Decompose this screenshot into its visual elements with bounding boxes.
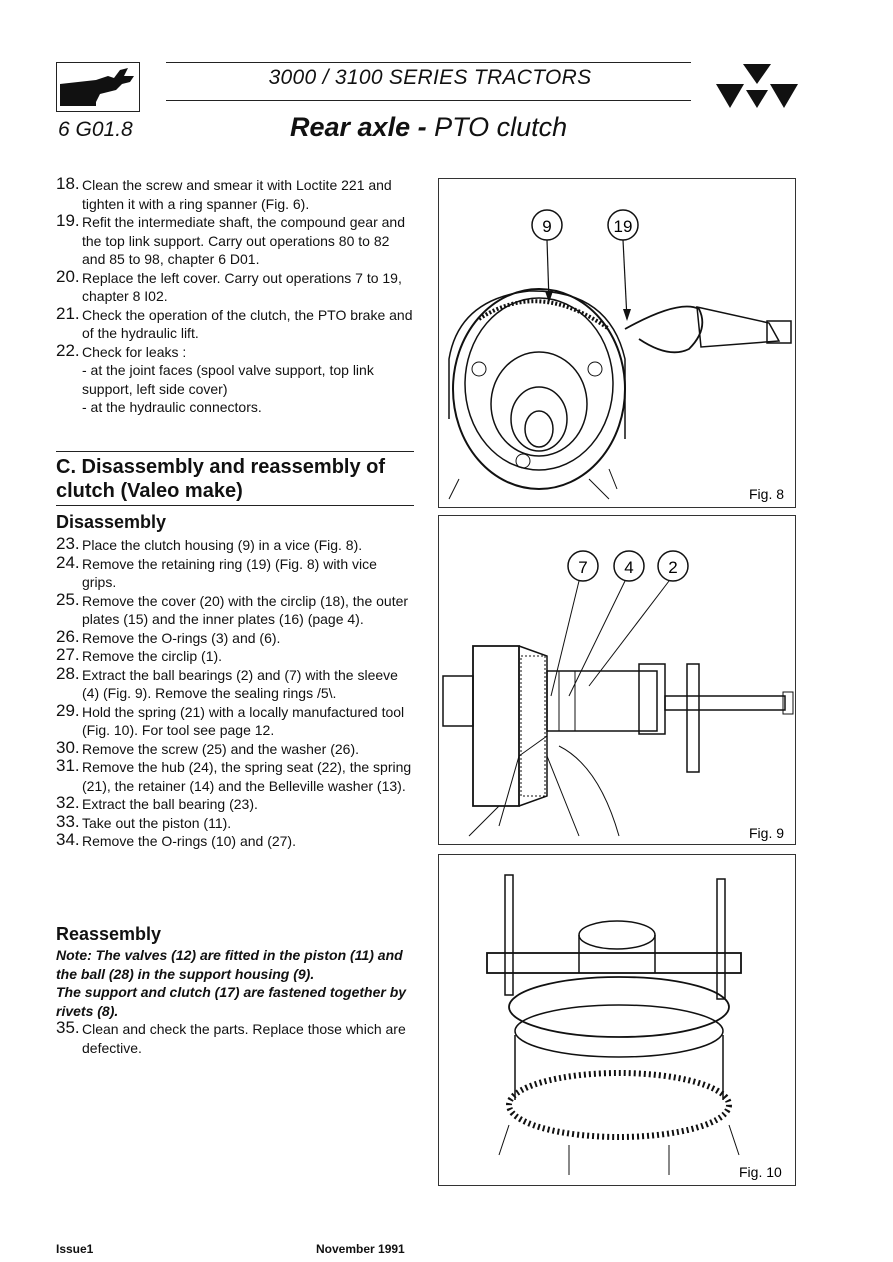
step-32: 32.Extract the ball bearing (23). (56, 793, 258, 812)
reassembly-note-2: The support and clutch (17) are fastened… (56, 984, 407, 1019)
step-26: 26.Remove the O-rings (3) and (6). (56, 626, 281, 646)
callout-7: 7 (578, 558, 587, 577)
step-21: 21.Check the operation of the clutch, th… (56, 303, 413, 341)
step-19: 19.Refit the intermediate shaft, the com… (56, 211, 405, 267)
step-29: 29.Hold the spring (21) with a locally m… (56, 700, 405, 738)
figure-8-drawing: 9 19 Fig. 8 (448, 209, 792, 502)
callout-4: 4 (624, 558, 633, 577)
steps-top-list: 18.Clean the screw and smear it with Loc… (56, 174, 414, 417)
step-28: 28.Extract the ball bearings (2) and (7)… (56, 663, 398, 701)
step-31: 31.Remove the hub (24), the spring seat … (56, 756, 412, 794)
callout-9: 9 (542, 217, 551, 236)
header-rule-bottom (166, 100, 691, 101)
step-22: 22.Check for leaks : - at the joint face… (56, 341, 414, 417)
header-rule-top (166, 62, 691, 63)
step-30: 30.Remove the screw (25) and the washer … (56, 737, 360, 757)
section-code: 6 G01.8 (58, 118, 133, 141)
step-22-sub-1: - at the joint faces (spool valve suppor… (82, 362, 374, 397)
step-35: 35.Clean and check the parts. Replace th… (56, 1018, 406, 1056)
step-20: 20.Replace the left cover. Carry out ope… (56, 266, 402, 304)
series-title: 3000 / 3100 SERIES TRACTORS (268, 66, 592, 89)
fig9-label: Fig. 9 (749, 825, 784, 841)
logo-wrench-icon (56, 62, 140, 112)
title-bold: Rear axle - (290, 112, 427, 142)
step-34: 34.Remove the O-rings (10) and (27). (56, 830, 296, 849)
footer-date: November 1991 (316, 1242, 405, 1256)
figure-9-drawing: 7 4 2 Fig. 9 (442, 550, 794, 841)
reassembly-note-1: Note: The valves (12) are fitted in the … (56, 947, 403, 982)
section-rule-top (56, 451, 414, 452)
disassembly-list: 23.Place the clutch housing (9) in a vic… (56, 534, 414, 851)
brand-logo-icon (716, 64, 798, 112)
section-rule-bottom (56, 505, 414, 506)
figure-10-drawing: Fig. 10 (486, 874, 782, 1180)
reassembly-list: 35.Clean and check the parts. Replace th… (56, 1018, 414, 1057)
step-23: 23.Place the clutch housing (9) in a vic… (56, 534, 363, 553)
step-18: 18.Clean the screw and smear it with Loc… (56, 174, 392, 212)
step-25: 25.Remove the cover (20) with the circli… (56, 589, 409, 627)
section-c-heading: C. Disassembly and reassembly of clutch … (56, 456, 386, 502)
disassembly-heading: Disassembly (56, 512, 167, 532)
callout-19: 19 (614, 217, 633, 236)
figure-10: Fig. 10 (438, 854, 796, 1186)
page-title: Rear axle - PTO clutch (290, 112, 567, 143)
figure-8: 9 19 Fig. 8 (438, 178, 796, 508)
reassembly-heading: Reassembly (56, 924, 162, 944)
fig8-label: Fig. 8 (749, 486, 784, 502)
step-27: 27.Remove the circlip (1). (56, 645, 223, 664)
step-33: 33.Take out the piston (11). (56, 811, 232, 831)
fig10-label: Fig. 10 (739, 1164, 782, 1180)
figure-9: 7 4 2 Fig. 9 (438, 515, 796, 845)
step-24: 24.Remove the retaining ring (19) (Fig. … (56, 552, 377, 590)
step-22-sub-2: - at the hydraulic connectors. (82, 399, 262, 415)
callout-2: 2 (668, 558, 677, 577)
title-rest: PTO clutch (426, 112, 568, 142)
footer-issue: Issue1 (56, 1242, 94, 1256)
